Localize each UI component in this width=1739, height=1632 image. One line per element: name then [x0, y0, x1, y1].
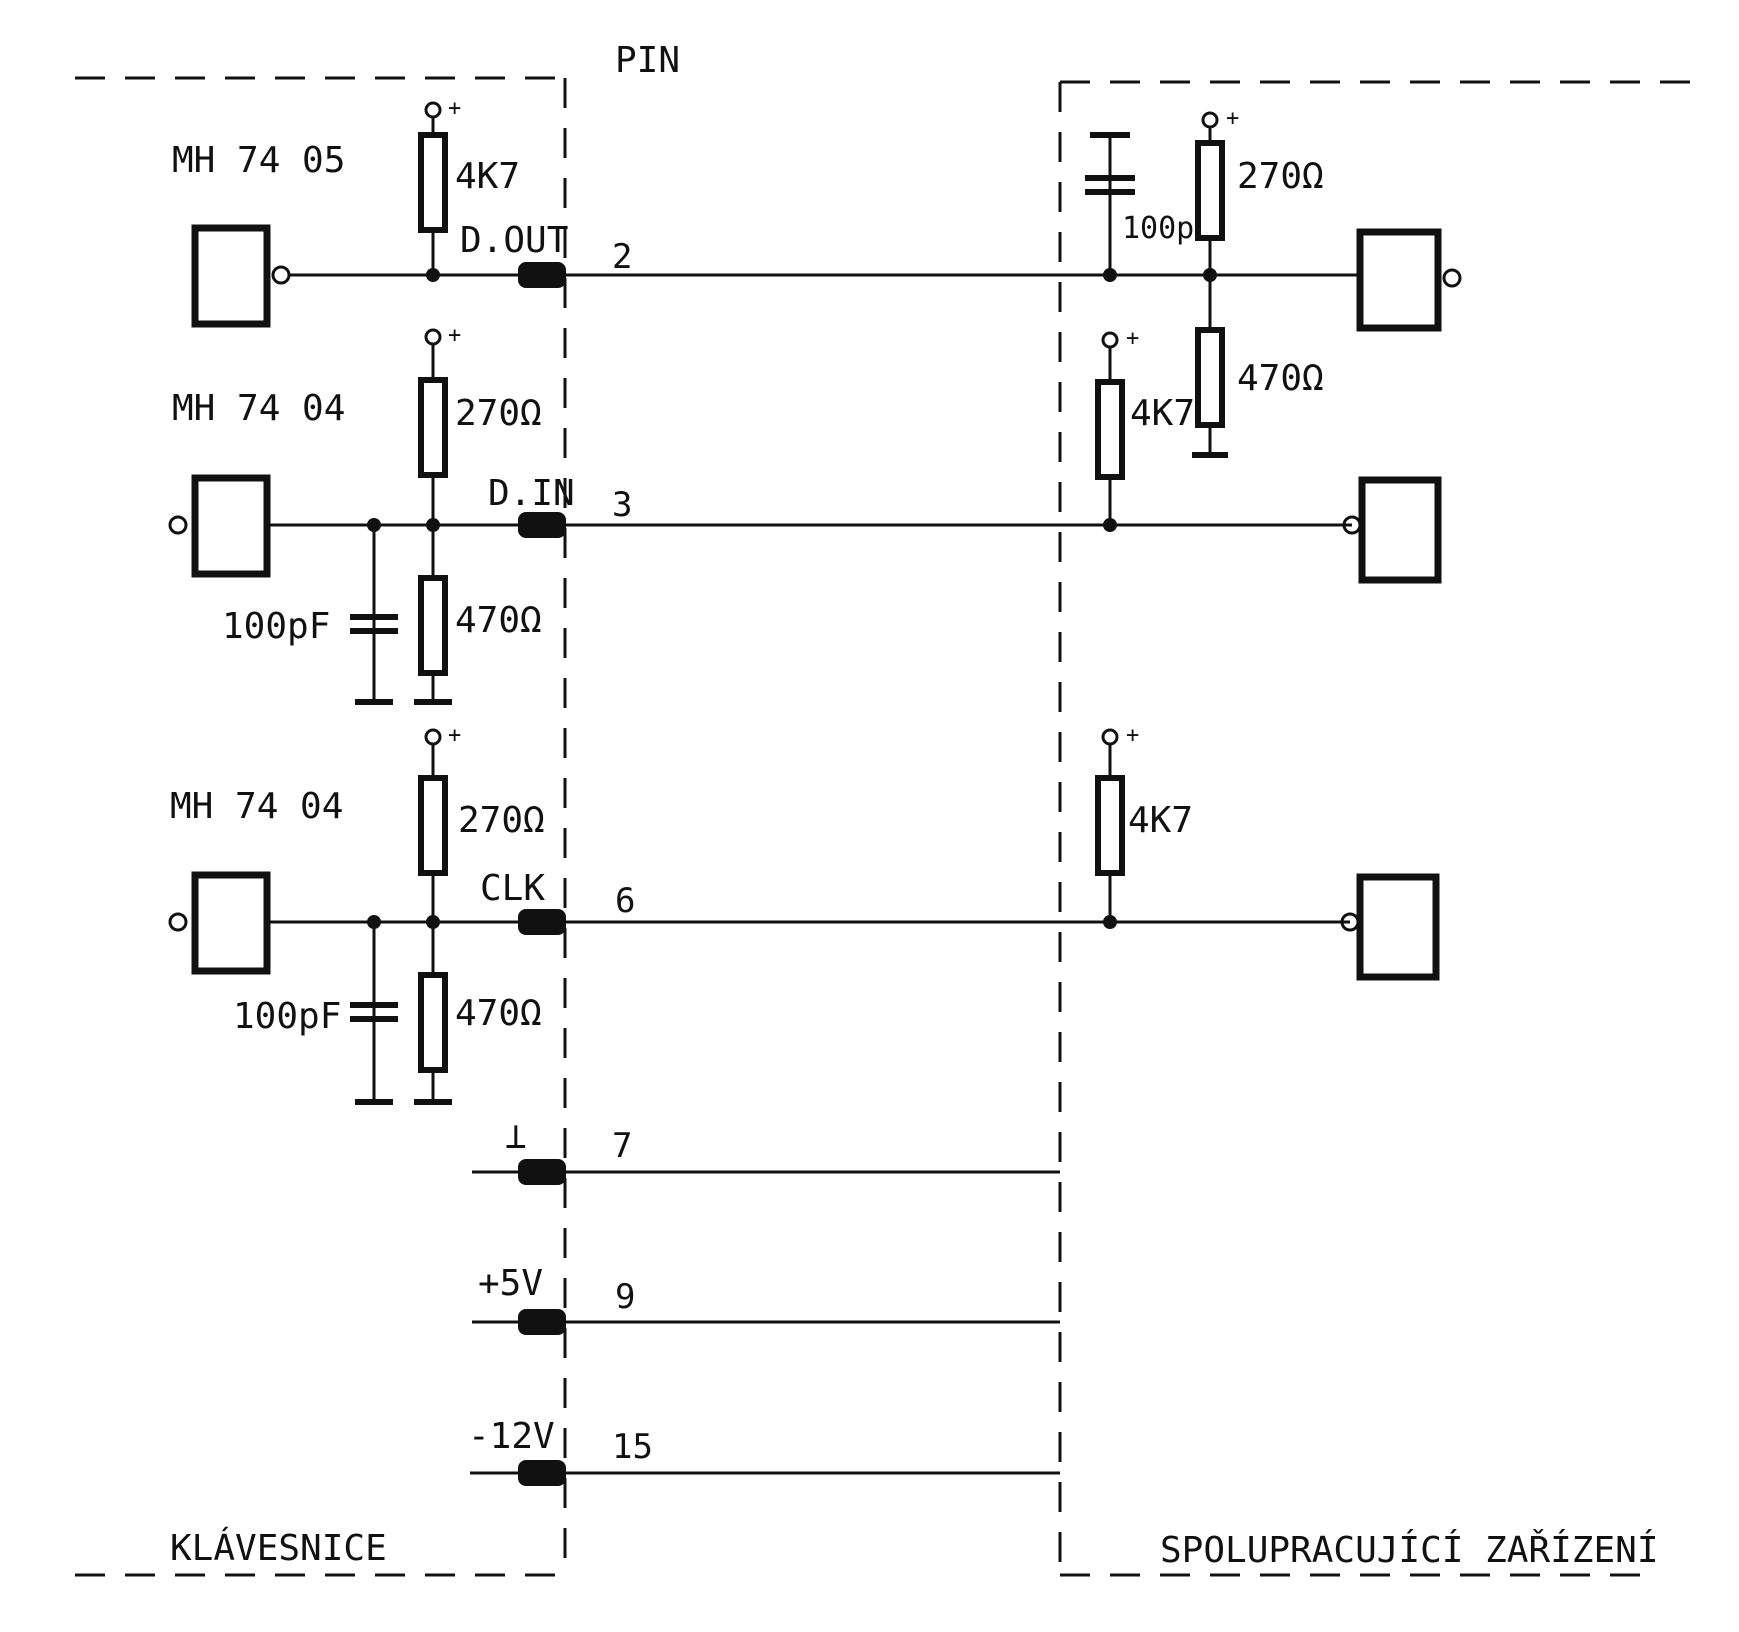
signal-ground-label: ⊥	[505, 1116, 527, 1157]
gate-clk-left	[191, 871, 271, 975]
c-clk-label: 100pF	[233, 996, 341, 1037]
connector-ground	[518, 1159, 566, 1185]
resistor-din-pullup	[418, 377, 448, 478]
plus-sign: +	[1126, 723, 1139, 748]
signal-minus12v-label: -12V	[468, 1416, 555, 1457]
connector-clk	[518, 909, 566, 935]
signal-clk-label: CLK	[480, 868, 545, 909]
gate-dout-right	[1356, 228, 1442, 332]
resistor-dout-right-pullup	[1195, 140, 1225, 241]
signal-din-label: D.IN	[488, 473, 575, 514]
device-section-title: SPOLUPRACUJÍCÍ ZAŘÍZENÍ	[1160, 1529, 1659, 1571]
r-clk-pulldown-label: 470Ω	[455, 993, 542, 1034]
connector-plus5v	[518, 1309, 566, 1335]
ic-clk-label: MH 74 04	[170, 786, 343, 827]
minus12v-row: -12V 15	[468, 1416, 1060, 1486]
resistor-dout-pullup	[418, 132, 448, 233]
supply-terminal-icon	[1101, 331, 1119, 349]
r-clk-right-pullup-label: 4K7	[1128, 800, 1193, 841]
device-boundary	[1058, 80, 1690, 1577]
clk-row: MH 74 04 + 270Ω 470Ω 100pF CLK 6 + 4K7	[168, 723, 1440, 1105]
din-row: MH 74 04 + 270Ω 470Ω 100pF D.IN 3 + 4K7	[168, 323, 1442, 705]
plus5v-row: +5V 9	[472, 1263, 1060, 1335]
r-din-right-pullup-label: 4K7	[1130, 393, 1195, 434]
keyboard-boundary	[75, 76, 567, 1577]
resistor-din-right-pullup	[1095, 379, 1125, 480]
pin-2: 2	[612, 237, 632, 277]
plus-sign: +	[448, 96, 461, 121]
resistor-clk-pullup	[418, 775, 448, 876]
signal-dout-label: D.OUT	[460, 220, 568, 261]
r-dout-pullup-label: 4K7	[455, 156, 520, 197]
ground-row: ⊥ 7	[472, 1116, 1060, 1185]
dout-row: MH 74 05 + 4K7 D.OUT 2 100pF + 270Ω 470Ω	[172, 96, 1462, 458]
r-clk-pullup-label: 270Ω	[458, 800, 545, 841]
inverter-bubble-icon	[168, 912, 188, 932]
resistor-din-pulldown	[418, 575, 448, 676]
pin-7: 7	[612, 1126, 632, 1166]
inverter-bubble-icon	[271, 265, 291, 285]
pin-9: 9	[615, 1277, 635, 1317]
r-dout-right-pullup-label: 270Ω	[1237, 156, 1324, 197]
ic-dout-label: MH 74 05	[172, 140, 345, 181]
inverter-bubble-icon	[168, 515, 188, 535]
keyboard-section-title: KLÁVESNICE	[170, 1527, 387, 1569]
r-din-pulldown-label: 470Ω	[455, 600, 542, 641]
resistor-clk-right-pullup	[1095, 775, 1125, 876]
gate-clk-right	[1356, 873, 1440, 981]
pin-3: 3	[612, 485, 632, 525]
plus-sign: +	[448, 723, 461, 748]
connector-din	[518, 512, 566, 538]
gate-din-right	[1358, 476, 1442, 584]
supply-terminal-icon	[424, 728, 442, 746]
plus-sign: +	[1126, 326, 1139, 351]
pin-15: 15	[612, 1427, 653, 1467]
ic-din-label: MH 74 04	[172, 388, 345, 429]
gate-dout-left	[191, 224, 271, 328]
pin-6: 6	[615, 881, 635, 921]
c-din-label: 100pF	[222, 606, 330, 647]
gate-din-left	[191, 474, 271, 578]
resistor-clk-pulldown	[418, 972, 448, 1073]
r-dout-right-pulldown-label: 470Ω	[1237, 358, 1324, 399]
supply-terminal-icon	[1201, 111, 1219, 129]
resistor-dout-right-pulldown	[1195, 327, 1225, 428]
pin-header: PIN	[615, 40, 680, 81]
signal-plus5v-label: +5V	[478, 1263, 543, 1304]
plus-sign: +	[448, 323, 461, 348]
connector-minus12v	[518, 1460, 566, 1486]
r-din-pullup-label: 270Ω	[455, 393, 542, 434]
plus-sign: +	[1226, 106, 1239, 131]
connector-dout	[518, 262, 566, 288]
inverter-bubble-icon	[1442, 268, 1462, 288]
supply-terminal-icon	[424, 328, 442, 346]
supply-terminal-icon	[1101, 728, 1119, 746]
supply-terminal-icon	[424, 101, 442, 119]
